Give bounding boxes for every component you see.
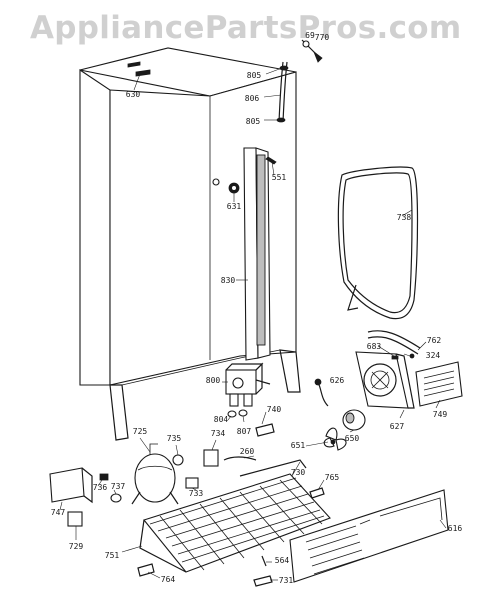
callout-260: 260 bbox=[239, 447, 255, 456]
screw-324 bbox=[409, 353, 415, 359]
fan-blade-651 bbox=[323, 427, 347, 451]
callout-626: 626 bbox=[329, 376, 345, 385]
callout-762: 762 bbox=[426, 336, 442, 345]
callout-830: 830 bbox=[220, 276, 236, 285]
callout-806: 806 bbox=[244, 94, 260, 103]
clip-683 bbox=[391, 355, 399, 360]
callout-650: 650 bbox=[344, 434, 360, 443]
water-valve bbox=[225, 362, 271, 407]
callout-735: 735 bbox=[166, 434, 182, 443]
clip-765 bbox=[309, 487, 325, 499]
callout-730: 730 bbox=[290, 468, 306, 477]
heater-loop bbox=[337, 166, 419, 320]
callout-725: 725 bbox=[132, 427, 148, 436]
callout-807: 807 bbox=[236, 427, 252, 436]
callout-747: 747 bbox=[50, 508, 66, 517]
callout-740: 740 bbox=[266, 405, 282, 414]
callout-731: 731 bbox=[278, 576, 294, 585]
tube-762 bbox=[367, 330, 421, 349]
bracket-740 bbox=[255, 423, 275, 437]
callout-749: 749 bbox=[432, 410, 448, 419]
screw-551 bbox=[265, 156, 277, 165]
compressor-725 bbox=[131, 443, 179, 505]
bracket-747 bbox=[49, 467, 93, 504]
toe-grille bbox=[289, 489, 449, 583]
callout-770: 770 bbox=[314, 33, 330, 42]
site-watermark: AppliancePartsPros.com bbox=[30, 10, 462, 46]
cover-749 bbox=[415, 361, 463, 407]
drain-pan-730 bbox=[239, 459, 307, 477]
clip-736 bbox=[99, 473, 109, 481]
callout-805-bottom: 805 bbox=[245, 117, 261, 126]
screw-564 bbox=[261, 555, 267, 567]
callout-630: 630 bbox=[125, 90, 141, 99]
leader-lines bbox=[59, 67, 447, 581]
callout-616: 616 bbox=[447, 524, 463, 533]
callout-804: 804 bbox=[213, 415, 229, 424]
callout-324: 324 bbox=[425, 351, 441, 360]
callout-733: 733 bbox=[188, 489, 204, 498]
callout-564: 564 bbox=[274, 556, 290, 565]
callout-736: 736 bbox=[92, 483, 108, 492]
overload-733 bbox=[185, 477, 199, 489]
callout-800: 800 bbox=[205, 376, 221, 385]
relay-734 bbox=[203, 449, 219, 467]
callout-738: 738 bbox=[396, 213, 412, 222]
callout-551: 551 bbox=[271, 173, 287, 182]
callout-751: 751 bbox=[104, 551, 120, 560]
center-strip bbox=[243, 147, 271, 361]
fan-bracket-627 bbox=[355, 351, 415, 409]
callout-651: 651 bbox=[290, 441, 306, 450]
callout-631: 631 bbox=[226, 202, 242, 211]
washer-804 bbox=[227, 410, 237, 418]
fan-motor-650 bbox=[342, 409, 366, 431]
clip-731 bbox=[253, 575, 273, 587]
condenser-coil bbox=[139, 473, 331, 573]
callout-737: 737 bbox=[110, 482, 126, 491]
part-729 bbox=[67, 511, 83, 527]
callout-764: 764 bbox=[160, 575, 176, 584]
foot-764 bbox=[137, 563, 155, 577]
drain-cap-parts bbox=[301, 39, 323, 63]
tube-260 bbox=[223, 456, 257, 461]
callout-734: 734 bbox=[210, 429, 226, 438]
callout-729: 729 bbox=[68, 542, 84, 551]
callout-805-top: 805 bbox=[246, 71, 262, 80]
callout-627: 627 bbox=[389, 422, 405, 431]
callout-69: 69 bbox=[305, 31, 315, 40]
grommet-631 bbox=[228, 182, 240, 194]
part-735 bbox=[172, 454, 184, 466]
grommet-737 bbox=[110, 493, 122, 503]
washer-807 bbox=[238, 409, 248, 417]
callout-683: 683 bbox=[366, 342, 382, 351]
callout-765: 765 bbox=[324, 473, 340, 482]
